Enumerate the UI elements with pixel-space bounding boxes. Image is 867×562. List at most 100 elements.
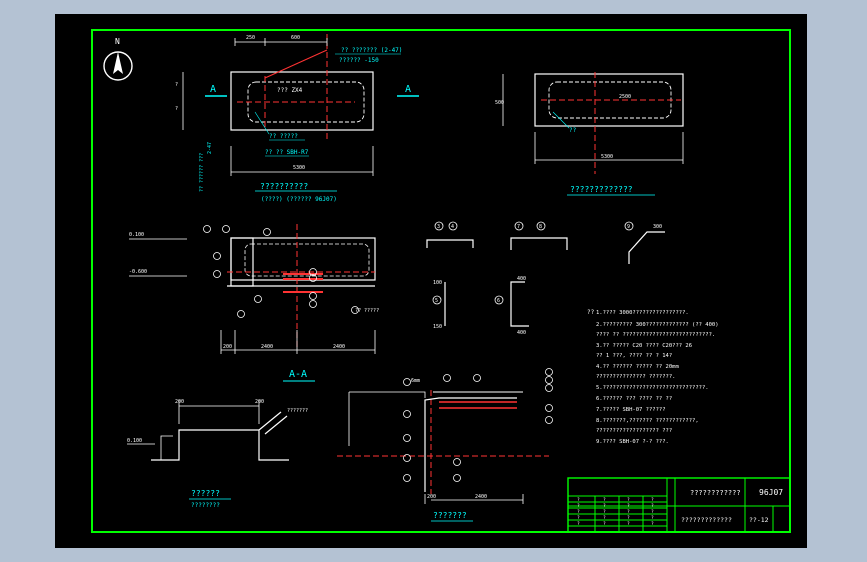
title-block-cell: ? <box>603 515 606 521</box>
plan-side-note-1: 2-47 <box>207 142 213 154</box>
title-block-cell: ? <box>577 503 580 509</box>
section-view: 0.100 -0.600 200 2400 2400 <box>129 224 379 382</box>
section-level-2: -0.600 <box>129 269 147 275</box>
bar-dim-150: 150 <box>433 324 442 330</box>
detail1-dim-1: 200 <box>175 399 184 405</box>
title-block-cell: ? <box>603 521 606 527</box>
plan-callout-1: ?? ????? <box>269 133 298 140</box>
detail1-view: 200 200 ??????? 0.100 ?????? ???????? <box>127 399 308 509</box>
section-mark-left: A <box>210 84 216 95</box>
north-arrow-icon: N <box>103 37 133 81</box>
section-dim-1: 200 <box>223 344 232 350</box>
plan-dim-top-1: 250 <box>246 35 255 41</box>
plan2-dim-side: 500 <box>495 100 504 106</box>
bar-mark-9: 9 <box>627 224 630 230</box>
title-block-rows: ???????????????????? <box>577 497 654 527</box>
detail2-title: ??????? <box>433 511 467 520</box>
note-line-11: 8.???????,??????? ????????????, <box>596 418 699 424</box>
detail1-dim-2: 200 <box>255 399 264 405</box>
title-block-cell: ? <box>577 521 580 527</box>
title-block-cell: ? <box>603 503 606 509</box>
title-block-cell: ? <box>627 521 630 527</box>
title-block-cell: ? <box>627 509 630 515</box>
note-line-5: ?? 1 ???, ???? ?? ? 14? <box>596 353 672 359</box>
plan-callout-2: ?? ?? SBH-R7 <box>265 149 309 156</box>
note-line-9: 6.?????? ??? ???? ?? ?? <box>596 396 672 402</box>
note-line-2: 2.????????? 300????????????? (?? 400) <box>596 322 719 328</box>
plan-note-mid: ??? ZX4 <box>277 87 303 94</box>
bar-dim-400b: 400 <box>517 330 526 336</box>
detail1-level: 0.100 <box>127 438 142 444</box>
detail1-note: ??????? <box>287 408 308 414</box>
plan2-callout: ?? <box>569 127 577 134</box>
note-line-1: 1.???? 3000????????????????. <box>596 310 689 316</box>
section-title: A-A <box>289 369 307 380</box>
title-block-cell: ? <box>577 509 580 515</box>
title-block-cell: ? <box>651 497 654 503</box>
plan2-center-label: 2500 <box>619 94 631 100</box>
plan-title: ?????????? <box>260 182 308 191</box>
detail1-title: ?????? <box>191 489 220 498</box>
section-level-1: 0.100 <box>129 232 144 238</box>
sheet-border <box>91 29 791 533</box>
plan-subtitle: (????) (?????? 96J07) <box>261 196 337 203</box>
note-line-10: 7.????? SBH-07 ?????? <box>596 407 666 413</box>
plan-view: 250 600 ?? ??????? (2-47) ?????? -150 ??… <box>175 34 419 203</box>
detail1-subtitle: ???????? <box>191 502 220 509</box>
detail2-label-top: 6mm <box>411 378 420 384</box>
note-line-8: 5.???????????????????????????????. <box>596 385 709 391</box>
title-block-cell: ? <box>651 515 654 521</box>
title-block-cell: ? <box>627 497 630 503</box>
bar-mark-3: 3 <box>437 224 440 230</box>
bar-dim-400a: 400 <box>517 276 526 282</box>
note-line-3: ???? ?? ???????????????????????????. <box>596 332 715 338</box>
bar-mark-5: 5 <box>435 298 438 304</box>
plan-dim-bottom: 5300 <box>293 165 305 171</box>
note-line-6: 4.?? ?????? ????? ?? 20mm <box>596 364 679 370</box>
title-block-project-name: ????????????? <box>681 516 732 524</box>
title-block-cell: ? <box>651 503 654 509</box>
drawing-viewport[interactable]: N 250 600 ?? ??????? (2-47) ?????? -15 <box>55 14 807 548</box>
title-block: ???????????? ????????????? 96J07 ??-12 ?… <box>567 477 791 533</box>
bar-mark-7: 7 <box>517 224 520 230</box>
title-block-cell: ? <box>627 503 630 509</box>
notes-heading: ?? <box>587 309 595 316</box>
note-line-7: ??????????????? ???????. <box>596 374 675 380</box>
title-block-drawing-name: ???????????? <box>690 489 741 497</box>
title-block-cell: ? <box>603 509 606 515</box>
note-line-4: 3.?? ????? C20 ???? C20??? 26 <box>596 343 692 349</box>
section-dim-2: 2400 <box>261 344 273 350</box>
north-label: N <box>115 37 120 46</box>
plan2-dim-bottom: 5300 <box>601 154 613 160</box>
title-block-cell: ? <box>651 521 654 527</box>
plan2-view: 2500 500 5300 ?? ????????????? <box>495 72 684 196</box>
detail2-dim-1: 200 <box>427 494 436 500</box>
general-notes: ?? 1.???? 3000????????????????. 2.??????… <box>587 309 719 445</box>
detail2-view: 6mm 200 2400 ??????? <box>337 368 553 522</box>
plan-dim-left-1: ? <box>175 82 178 88</box>
title-block-cell: ? <box>603 497 606 503</box>
bar-mark-6: 6 <box>497 298 500 304</box>
title-block-cell: ? <box>627 515 630 521</box>
section-dim-3: 2400 <box>333 344 345 350</box>
plan-dim-top-2: 600 <box>291 35 300 41</box>
plan2-title: ????????????? <box>570 185 633 194</box>
title-block-sheet: ??-12 <box>749 516 769 524</box>
section-mark-right: A <box>405 84 411 95</box>
bar-mark-4: 4 <box>451 224 454 230</box>
plan-side-note-2: ?? ?????? ??? <box>199 153 205 192</box>
title-block-standard: 96J07 <box>759 488 783 497</box>
title-block-cell: ? <box>577 497 580 503</box>
title-block-cell: ? <box>577 515 580 521</box>
bar-mark-8: 8 <box>539 224 542 230</box>
note-line-12: ??????????????????? ??? <box>596 428 672 434</box>
drawing-canvas[interactable]: N 250 600 ?? ??????? (2-47) ?????? -15 <box>55 14 807 548</box>
section-note: ?? ????? <box>355 308 379 314</box>
plan-dim-left-2: ? <box>175 106 178 112</box>
title-block-cell: ? <box>651 509 654 515</box>
note-line-13: 9.???? SBH-07 ?-? ???. <box>596 439 669 445</box>
bar-dim-100: 100 <box>433 280 442 286</box>
plan-note-top-1: ?? ??????? (2-47) <box>341 47 402 54</box>
bar-dim-300: 300 <box>653 224 662 230</box>
